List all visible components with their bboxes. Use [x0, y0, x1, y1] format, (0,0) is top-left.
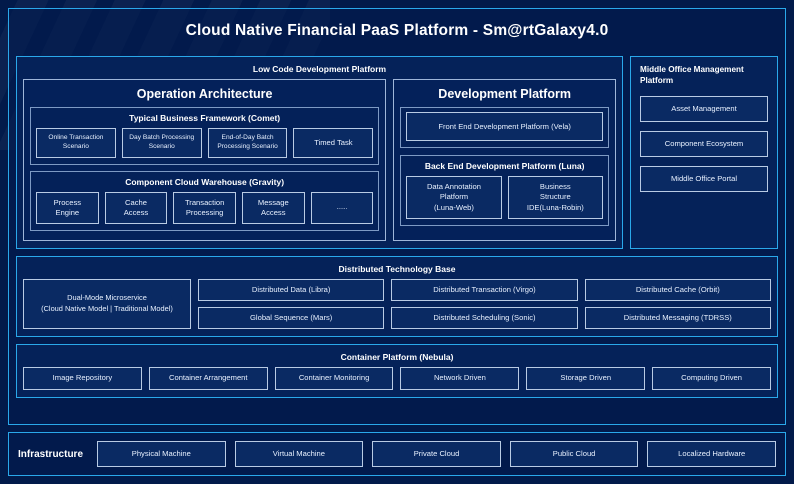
infrastructure-panel: Infrastructure Physical Machine Virtual … — [8, 432, 786, 476]
distributed-item-distributed-scheduling[interactable]: Distributed Scheduling (Sonic) — [391, 307, 578, 330]
framework-item-day-batch[interactable]: Day Batch Processing Scenario — [121, 128, 202, 158]
framework-item-end-of-day-batch[interactable]: End-of-Day Batch Processing Scenario — [207, 128, 288, 158]
warehouse-item-label: Cache Access — [123, 197, 149, 218]
warehouse-item-label: Message Access — [257, 197, 289, 218]
container-item-label: Network Driven — [433, 373, 486, 383]
distributed-item-dual-mode-microservice[interactable]: Dual-Mode Microservice (Cloud Native Mod… — [23, 278, 191, 330]
component-cloud-warehouse-row: Process Engine Cache Access Transaction … — [36, 191, 374, 225]
component-cloud-warehouse-title: Component Cloud Warehouse (Gravity) — [125, 176, 285, 187]
low-code-platform-panel: Low Code Development Platform Operation … — [16, 56, 623, 249]
distributed-technology-base-title: Distributed Technology Base — [338, 263, 456, 274]
middle-office-title: Middle Office Management Platform — [640, 65, 744, 86]
distributed-item-label: Distributed Cache (Orbit) — [635, 284, 720, 294]
middle-office-panel: Middle Office Management Platform Asset … — [630, 56, 778, 249]
distributed-item-label: Distributed Scheduling (Sonic) — [433, 313, 536, 322]
container-platform-panel: Container Platform (Nebula) Image Reposi… — [16, 344, 778, 398]
infrastructure-item-public-cloud[interactable]: Public Cloud — [509, 441, 639, 467]
operation-architecture-title: Operation Architecture — [136, 87, 273, 101]
middle-office-item-component-ecosystem[interactable]: Component Ecosystem — [640, 131, 768, 158]
warehouse-item-process-engine[interactable]: Process Engine — [36, 191, 99, 225]
framework-item-label: Timed Task — [314, 137, 353, 147]
typical-business-framework-title: Typical Business Framework (Comet) — [129, 113, 281, 123]
warehouse-item-cache-access[interactable]: Cache Access — [104, 191, 168, 225]
back-end-platform-group: Back End Development Platform (Luna) Dat… — [400, 155, 609, 226]
distributed-item-distributed-messaging[interactable]: Distributed Messaging (TDRSS) — [584, 307, 771, 330]
container-items-row: Image Repository Container Arrangement C… — [23, 367, 771, 390]
framework-item-label: Day Batch Processing Scenario — [129, 134, 195, 150]
platform-outer-frame: Cloud Native Financial PaaS Platform - S… — [8, 8, 786, 425]
operation-architecture-panel: Operation Architecture Typical Business … — [23, 79, 387, 241]
back-end-item-data-annotation[interactable]: Data Annotation Platform (Luna-Web) — [406, 176, 502, 219]
distributed-item-distributed-data[interactable]: Distributed Data (Libra) — [198, 278, 385, 301]
container-item-storage-driven[interactable]: Storage Driven — [526, 367, 646, 390]
dual-mode-microservice-wrapper: Dual-Mode Microservice (Cloud Native Mod… — [23, 278, 191, 330]
distributed-item-label: Dual-Mode Microservice (Cloud Native Mod… — [41, 293, 173, 313]
container-item-label: Computing Driven — [681, 373, 742, 383]
distributed-item-label: Global Sequence (Mars) — [250, 313, 333, 322]
container-item-label: Container Monitoring — [298, 373, 370, 383]
back-end-items-row: Data Annotation Platform (Luna-Web) Busi… — [406, 176, 603, 219]
distributed-item-label: Distributed Data (Libra) — [251, 284, 331, 294]
component-cloud-warehouse-group: Component Cloud Warehouse (Gravity) Proc… — [30, 170, 380, 232]
distributed-item-distributed-cache[interactable]: Distributed Cache (Orbit) — [584, 278, 771, 301]
container-item-computing-driven[interactable]: Computing Driven — [652, 367, 771, 390]
infrastructure-item-label: Virtual Machine — [272, 448, 325, 458]
infrastructure-item-private-cloud[interactable]: Private Cloud — [372, 441, 501, 467]
distributed-item-global-sequence[interactable]: Global Sequence (Mars) — [198, 307, 385, 330]
development-platform-panel: Development Platform Front End Developme… — [393, 79, 616, 241]
infrastructure-item-label: Physical Machine — [131, 448, 191, 458]
distributed-item-distributed-transaction[interactable]: Distributed Transaction (Virgo) — [391, 278, 578, 301]
infrastructure-item-physical-machine[interactable]: Physical Machine — [97, 441, 226, 467]
infrastructure-label: Infrastructure — [18, 448, 84, 460]
development-platform-title: Development Platform — [438, 87, 571, 101]
infrastructure-item-label: Private Cloud — [413, 448, 460, 458]
back-end-item-business-structure-ide[interactable]: Business Structure IDE(Luna-Robin) — [507, 176, 603, 219]
distributed-technology-base-panel: Distributed Technology Base Dual-Mode Mi… — [16, 255, 778, 338]
framework-item-online-transaction[interactable]: Online Transaction Scenario — [36, 128, 116, 158]
back-end-item-label: Data Annotation Platform (Luna-Web) — [426, 182, 481, 212]
middle-office-item-portal[interactable]: Middle Office Portal — [640, 166, 768, 193]
distributed-body: Dual-Mode Microservice (Cloud Native Mod… — [23, 278, 771, 330]
framework-item-label: Online Transaction Scenario — [48, 134, 104, 150]
front-end-platform-group: Front End Development Platform (Vela) — [400, 107, 609, 148]
middle-office-item-label: Asset Management — [671, 104, 737, 113]
middle-office-item-label: Component Ecosystem — [664, 139, 744, 148]
typical-business-framework-row: Online Transaction Scenario Day Batch Pr… — [36, 128, 374, 158]
infrastructure-item-label: Localized Hardware — [678, 448, 746, 458]
container-platform-title: Container Platform (Nebula) — [340, 352, 454, 363]
distributed-item-label: Distributed Messaging (TDRSS) — [623, 313, 732, 322]
middle-office-item-label: Middle Office Portal — [670, 174, 738, 183]
infrastructure-item-localized-hardware[interactable]: Localized Hardware — [647, 441, 776, 467]
warehouse-item-ellipsis[interactable]: ...... — [310, 191, 374, 225]
warehouse-item-transaction-processing[interactable]: Transaction Processing — [173, 191, 236, 225]
framework-item-timed-task[interactable]: Timed Task — [293, 128, 374, 158]
infrastructure-items-row: Physical Machine Virtual Machine Private… — [97, 441, 776, 467]
low-code-inner: Operation Architecture Typical Business … — [23, 79, 616, 241]
container-item-label: Container Arrangement — [168, 373, 248, 383]
container-item-image-repository[interactable]: Image Repository — [23, 367, 142, 390]
distributed-item-label: Distributed Transaction (Virgo) — [433, 284, 536, 294]
front-end-development-platform[interactable]: Front End Development Platform (Vela) — [406, 112, 603, 141]
infrastructure-item-label: Public Cloud — [552, 448, 596, 458]
container-item-label: Image Repository — [52, 373, 113, 383]
distributed-items-grid: Distributed Data (Libra) Distributed Tra… — [198, 278, 771, 330]
typical-business-framework-group: Typical Business Framework (Comet) Onlin… — [30, 107, 380, 165]
low-code-platform-title: Low Code Development Platform — [252, 64, 387, 74]
container-item-network-driven[interactable]: Network Driven — [400, 367, 520, 390]
container-item-container-arrangement[interactable]: Container Arrangement — [148, 367, 268, 390]
framework-item-label: End-of-Day Batch Processing Scenario — [217, 134, 278, 150]
warehouse-item-label: Process Engine — [53, 197, 82, 218]
infrastructure-item-virtual-machine[interactable]: Virtual Machine — [234, 441, 364, 467]
middle-office-item-asset-management[interactable]: Asset Management — [640, 96, 768, 123]
warehouse-item-label: Transaction Processing — [184, 197, 225, 218]
back-end-development-platform-title: Back End Development Platform (Luna) — [424, 161, 585, 171]
warehouse-item-message-access[interactable]: Message Access — [241, 191, 305, 225]
page-title: Cloud Native Financial PaaS Platform - S… — [185, 22, 609, 39]
container-item-label: Storage Driven — [560, 373, 612, 383]
top-region: Low Code Development Platform Operation … — [16, 56, 778, 249]
warehouse-item-label: ...... — [336, 203, 348, 211]
container-item-container-monitoring[interactable]: Container Monitoring — [274, 367, 394, 390]
back-end-item-label: Business Structure IDE(Luna-Robin) — [526, 182, 584, 212]
